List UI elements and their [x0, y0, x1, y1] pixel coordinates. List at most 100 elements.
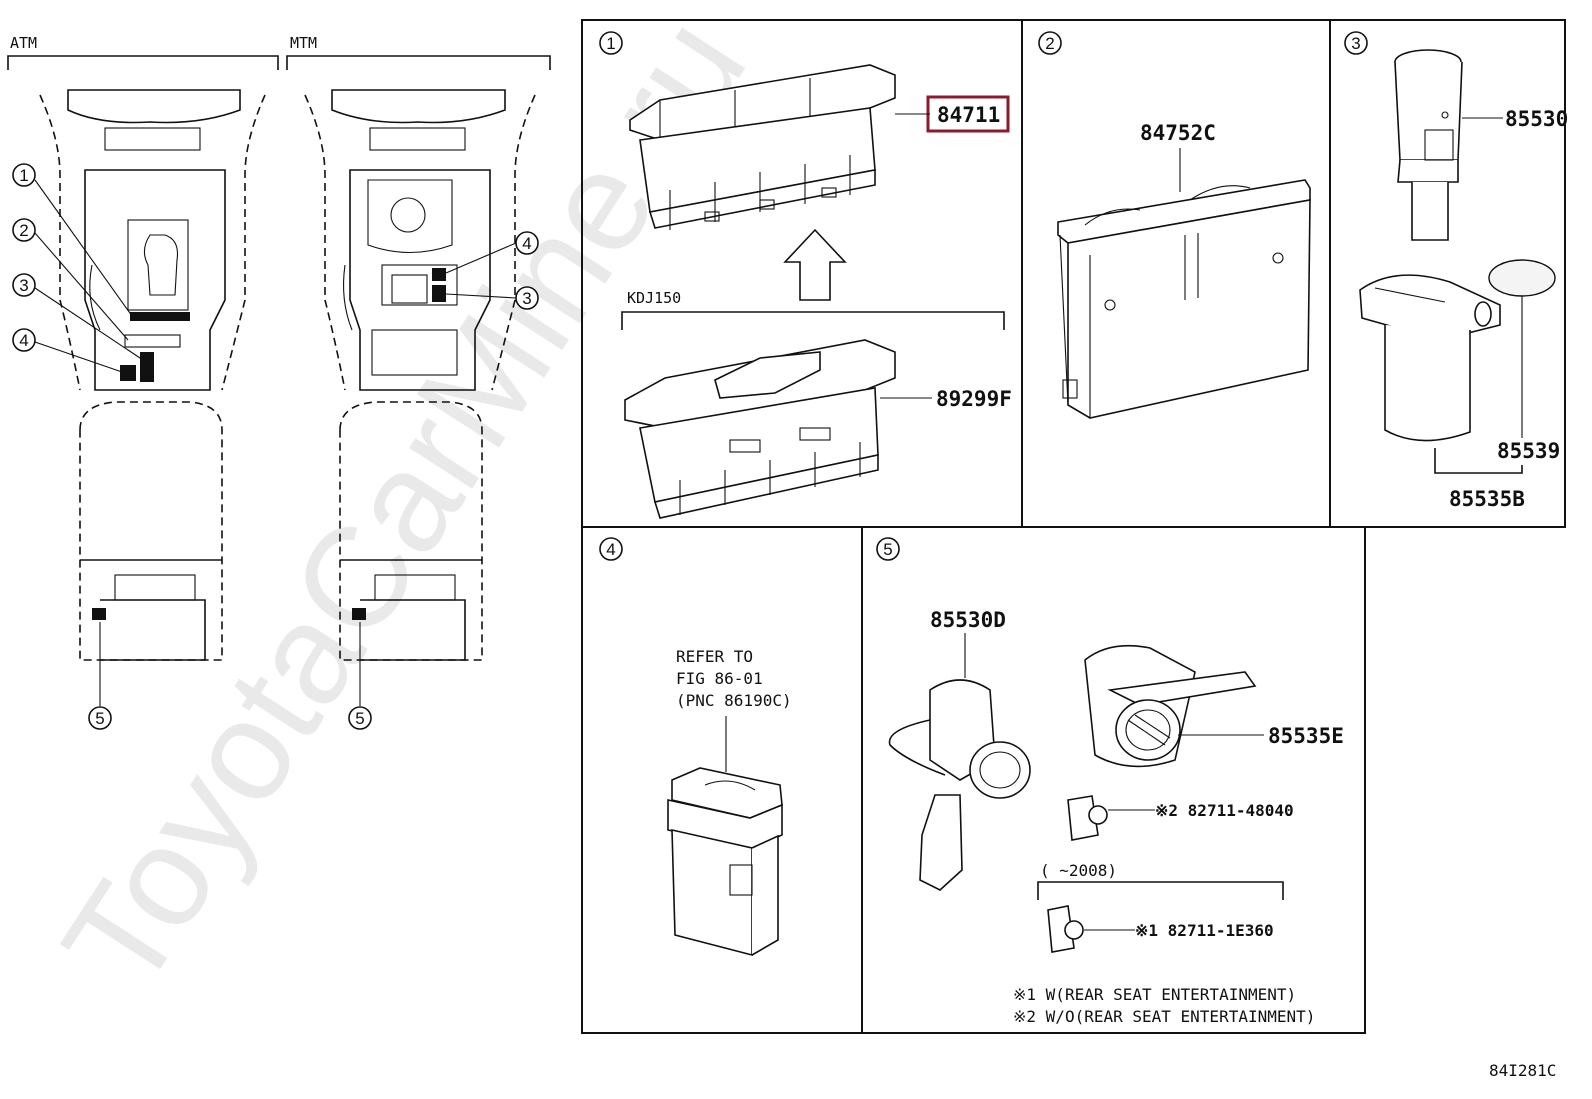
atm-panel-top [104, 127, 201, 151]
atm-switch-3 [140, 352, 154, 382]
atm-outline-right [221, 94, 266, 391]
mtm-bracket [286, 55, 551, 70]
bracket-85535b [1434, 448, 1523, 474]
svg-text:1: 1 [606, 34, 615, 53]
mtm-callout-4: 4 [515, 231, 539, 255]
panel-4-callout: 4 [599, 537, 623, 561]
atm-console [84, 169, 226, 391]
atm-armrest [79, 401, 223, 661]
clip-82711-48040-drawing [1067, 795, 1108, 841]
switch-89299f [624, 339, 896, 519]
date-range-label: ( ~2008) [1040, 861, 1117, 880]
svg-text:4: 4 [522, 234, 531, 253]
mtm-leader-4 [445, 242, 517, 274]
mtm-callout-3: 3 [515, 286, 539, 310]
panel-5-callout: 5 [876, 537, 900, 561]
svg-text:5: 5 [883, 540, 892, 559]
svg-text:5: 5 [355, 709, 364, 728]
mtm-switch-panel [381, 264, 458, 306]
refer-line-2: FIG 86-01 [676, 669, 763, 688]
part-85539-drawing [1359, 274, 1501, 442]
mtm-armrest [339, 401, 483, 661]
svg-text:3: 3 [19, 276, 28, 295]
overview-mtm: MTM 4 3 5 [286, 34, 551, 730]
mtm-outlet-5 [352, 608, 366, 620]
variant-label: KDJ150 [627, 289, 681, 307]
part-85530-label[interactable]: 85530 [1505, 107, 1568, 131]
mtm-console [349, 169, 491, 391]
part-85535b-label[interactable]: 85535B [1449, 487, 1525, 511]
mtm-vent [331, 89, 506, 124]
atm-leader-2 [34, 232, 129, 341]
panel-3: 3 85530 85539 85535B [1344, 31, 1568, 511]
part-84752c-drawing [1057, 179, 1311, 419]
mtm-lower-panel [371, 329, 458, 376]
atm-vent [67, 89, 241, 124]
mtm-outline-left [304, 94, 346, 391]
atm-box [100, 599, 206, 661]
atm-bracket [7, 55, 279, 70]
note-2: ※2 W/O(REAR SEAT ENTERTAINMENT) [1013, 1007, 1315, 1026]
overview-atm: ATM 1 2 3 4 5 [7, 34, 279, 730]
part-84752c-label[interactable]: 84752C [1140, 121, 1216, 145]
part-85535e-drawing [1084, 644, 1257, 768]
atm-shifter-frame [127, 219, 189, 311]
refer-line-1: REFER TO [676, 647, 753, 666]
panel-2-callout: 2 [1038, 31, 1062, 55]
panel-1-callout: 1 [599, 31, 623, 55]
svg-text:3: 3 [522, 289, 531, 308]
atm-shift-lever [143, 234, 179, 296]
svg-text:4: 4 [606, 540, 615, 559]
part-89299f-label[interactable]: 89299F [936, 387, 1012, 411]
part-84711-label[interactable]: 84711 [937, 103, 1000, 127]
atm-box-lid [114, 574, 196, 601]
note-1: ※1 W(REAR SEAT ENTERTAINMENT) [1013, 985, 1296, 1004]
cap-drawing [1488, 259, 1556, 297]
panel-2: 2 84752C [1038, 31, 1311, 419]
mtm-box-lid [374, 574, 456, 601]
atm-callout-4: 4 [12, 328, 36, 352]
svg-text:2: 2 [19, 221, 28, 240]
mtm-shift-boot [367, 179, 453, 254]
switch-86190c-drawing [667, 767, 783, 957]
mtm-switch-cover [391, 274, 428, 304]
up-arrow [783, 228, 847, 301]
switch-84711 [629, 64, 896, 230]
part-85535e-label[interactable]: 85535E [1268, 724, 1344, 748]
mtm-callout-5: 5 [348, 706, 372, 730]
atm-callout-5: 5 [88, 706, 112, 730]
atm-callout-3: 3 [12, 273, 36, 297]
atm-leader-4 [34, 341, 123, 373]
atm-callout-1: 1 [12, 163, 36, 187]
atm-switch-bar-1 [130, 312, 190, 321]
mtm-shift-knob [390, 197, 426, 233]
panel-4: 4 REFER TO FIG 86-01 (PNC 86190C) [599, 537, 792, 957]
clip2-label[interactable]: ※2 82711-48040 [1155, 801, 1294, 820]
panel-1: 1 84711 KDJ150 [599, 31, 1012, 519]
atm-switch-bar-2 [124, 334, 181, 348]
mtm-switch-4 [432, 268, 446, 281]
clip-82711-1e360-drawing [1047, 905, 1084, 953]
clip1-label[interactable]: ※1 82711-1E360 [1135, 921, 1274, 940]
atm-outlet-5 [92, 608, 106, 620]
part-85530d-label[interactable]: 85530D [930, 608, 1006, 632]
atm-leader-1 [34, 179, 133, 317]
mtm-panel-top [369, 127, 466, 151]
panel-3-callout: 3 [1344, 31, 1368, 55]
part-85539-label[interactable]: 85539 [1497, 439, 1560, 463]
svg-text:5: 5 [95, 709, 104, 728]
diagram-code: 84I281C [1489, 1061, 1556, 1080]
mtm-label: MTM [290, 34, 317, 52]
atm-callout-2: 2 [12, 218, 36, 242]
refer-line-3: (PNC 86190C) [676, 691, 792, 710]
mtm-side-line [343, 264, 353, 331]
atm-switch-4 [120, 365, 136, 381]
part-85530-drawing [1394, 49, 1463, 241]
mtm-outline-right [491, 94, 536, 391]
date-bracket [1037, 881, 1284, 900]
panel-5: 5 85530D 85535E ※2 82711-48040 ( ~2008) [876, 537, 1344, 1026]
part-85530d-drawing [888, 679, 1031, 891]
svg-text:3: 3 [1351, 34, 1360, 53]
svg-text:4: 4 [19, 331, 28, 350]
